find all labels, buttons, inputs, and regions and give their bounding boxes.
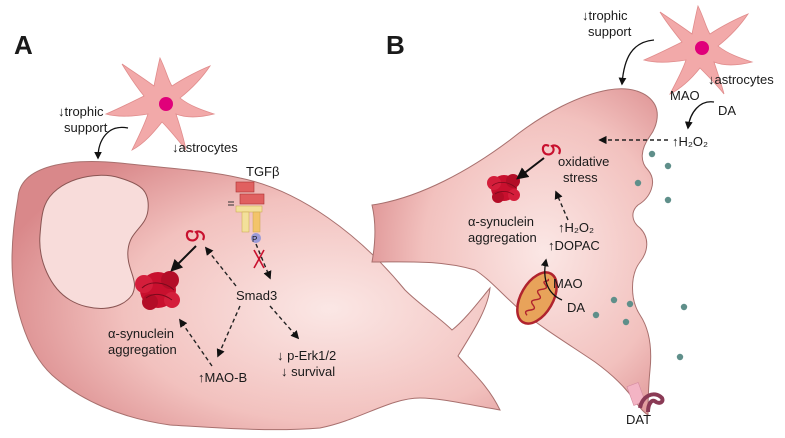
maob-label: ↑MAO-B bbox=[198, 370, 247, 385]
erk-label: ↓ p-Erk1/2 bbox=[277, 348, 336, 363]
panel-a-letter: A bbox=[14, 30, 33, 60]
astrocytes-label-a: ↓astrocytes bbox=[172, 140, 238, 155]
neuron-b bbox=[371, 88, 658, 416]
synuclein-monomer-b bbox=[541, 144, 561, 156]
trophic-support-label-b: support bbox=[588, 24, 632, 39]
phospho-label: P bbox=[252, 235, 257, 244]
oxidative-label: oxidative bbox=[558, 154, 609, 169]
dopac-label: ↑DOPAC bbox=[548, 238, 600, 253]
astrocyte-a bbox=[104, 56, 216, 151]
monomer-to-aggregate-arrow-b bbox=[516, 157, 545, 180]
nucleus-a bbox=[39, 174, 149, 309]
tgfb-receptor bbox=[228, 181, 265, 233]
astrocyte-nucleus-b bbox=[695, 41, 709, 55]
dat-label: DAT bbox=[626, 412, 651, 427]
da-top-label: DA bbox=[718, 103, 736, 118]
synuclein-label-b: α-synuclein bbox=[468, 214, 534, 229]
astrocyte-b bbox=[642, 4, 754, 95]
da-to-h2o2-arrow bbox=[684, 101, 715, 130]
mao-mid-label: MAO bbox=[553, 276, 583, 291]
maob-to-aggregate-arrow bbox=[179, 318, 213, 367]
trophic-arrow-b bbox=[618, 39, 655, 86]
dat-transporter bbox=[626, 382, 665, 413]
h2o2-mid-label: ↑H₂O₂ bbox=[558, 220, 594, 235]
smad-to-monomer-arrow bbox=[204, 246, 237, 287]
mao-to-dopac-arrow bbox=[540, 258, 563, 301]
h2o2-to-stress-dashed-arrow bbox=[554, 190, 569, 221]
synuclein-label-a: α-synuclein bbox=[108, 326, 174, 341]
panel-b-letter: B bbox=[386, 30, 405, 60]
receptor-to-smad-arrow bbox=[255, 243, 272, 280]
dopamine-vesicles bbox=[592, 150, 688, 361]
panel-b: B ↓trophic support ↓astrocytes MAO DA ↑H… bbox=[371, 4, 774, 427]
smad-to-maob-arrow bbox=[216, 305, 241, 358]
phosphate: P bbox=[251, 233, 261, 244]
tgfb-label: TGFβ bbox=[246, 164, 279, 179]
monomer-to-aggregate-arrow-a bbox=[170, 245, 197, 272]
stress-label: stress bbox=[563, 170, 598, 185]
trophic-support-label-a: support bbox=[64, 120, 108, 135]
synuclein-aggregate-b bbox=[487, 174, 520, 203]
h2o2-top-label: ↑H₂O₂ bbox=[672, 134, 708, 149]
da-mid-label: DA bbox=[567, 300, 585, 315]
mao-top-label: MAO bbox=[670, 88, 700, 103]
survival-label: ↓ survival bbox=[281, 364, 335, 379]
synuclein-monomer-a bbox=[185, 230, 205, 242]
aggregation-label-b: aggregation bbox=[468, 230, 537, 245]
trophic-label-a: ↓trophic bbox=[58, 104, 104, 119]
synuclein-aggregate-a bbox=[135, 271, 180, 310]
astrocyte-nucleus-a bbox=[159, 97, 173, 111]
aggregation-label-a: aggregation bbox=[108, 342, 177, 357]
smad-to-erk-arrow bbox=[269, 305, 300, 340]
astrocytes-label-b: ↓astrocytes bbox=[708, 72, 774, 87]
trophic-arrow-a bbox=[94, 126, 129, 160]
trophic-label-b: ↓trophic bbox=[582, 8, 628, 23]
panel-a: A ↓trophic support ↓astrocytes TGFβ P bbox=[11, 30, 501, 431]
inhibition-x bbox=[253, 249, 265, 269]
smad3-label: Smad3 bbox=[236, 288, 277, 303]
